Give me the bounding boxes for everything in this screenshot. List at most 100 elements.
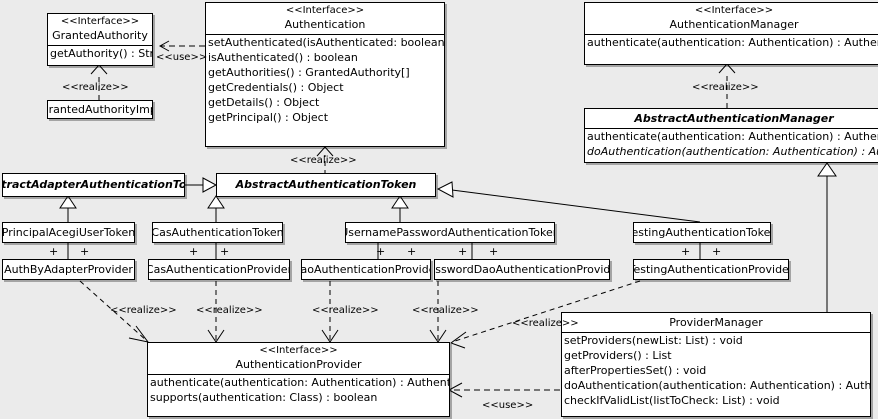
member: authenticate(authentication: Authenticat… xyxy=(587,36,878,49)
divider xyxy=(585,34,878,35)
edge-label-use-provider-manager: <<use>> xyxy=(482,400,534,411)
class-name: GrantedAuthority xyxy=(52,29,148,42)
multiplicity-label: + xyxy=(489,245,499,258)
member: getCredentials() : Object xyxy=(208,81,344,94)
members: setProviders(newList: List) : void getPr… xyxy=(562,333,870,408)
class-abstract-adapter-authentication-token[interactable]: AbstractAdapterAuthenticationToken xyxy=(2,173,185,197)
class-header: TestingAuthenticationToken xyxy=(634,223,770,242)
edge-label-realize-testing-provider: <<realize>> xyxy=(512,318,579,329)
class-name: GrantedAuthorityImpl xyxy=(48,102,152,116)
class-header: PasswordDaoAuthenticationProvider xyxy=(435,260,609,279)
class-name: TestingAuthenticationProvider xyxy=(633,262,789,276)
member: authenticate(authentication: Authenticat… xyxy=(150,376,450,389)
multiplicity-label: + xyxy=(407,245,417,258)
class-name: AuthenticationProvider xyxy=(235,358,362,371)
member: getProviders() : List xyxy=(564,349,672,362)
class-cas-authentication-provider[interactable]: CasAuthenticationProvider xyxy=(148,259,290,280)
edge-label-realize-auth-by-adapter: <<realize>> xyxy=(110,305,177,316)
class-name: AuthenticationManager xyxy=(669,18,799,31)
class-testing-authentication-token[interactable]: TestingAuthenticationToken xyxy=(633,222,771,243)
member: getDetails() : Object xyxy=(208,96,320,109)
divider xyxy=(206,34,444,35)
class-granted-authority[interactable]: <<Interface>> GrantedAuthority getAuthor… xyxy=(47,13,153,66)
member: getPrincipal() : Object xyxy=(208,111,329,124)
class-name: AbstractAuthenticationManager xyxy=(634,112,834,125)
edge-generalization-provider-manager xyxy=(817,162,837,312)
member: doAuthentication(authentication: Authent… xyxy=(564,379,871,392)
class-header: GrantedAuthorityImpl xyxy=(48,101,152,118)
class-authentication-manager[interactable]: <<Interface>> AuthenticationManager auth… xyxy=(584,2,878,65)
multiplicity-label: + xyxy=(80,245,90,258)
multiplicity-label: + xyxy=(458,245,468,258)
member: checkIfValidList(listToCheck: List) : vo… xyxy=(564,394,780,407)
members: authenticate(authentication: Authenticat… xyxy=(585,129,878,159)
class-principal-acegi-user-token[interactable]: PrincipalAcegiUserToken xyxy=(2,222,135,243)
class-header: AbstractAdapterAuthenticationToken xyxy=(3,174,184,196)
member: doAuthentication(authentication: Authent… xyxy=(587,145,878,158)
class-abstract-authentication-manager[interactable]: AbstractAuthenticationManager authentica… xyxy=(584,108,878,163)
class-testing-authentication-provider[interactable]: TestingAuthenticationProvider xyxy=(633,259,789,280)
edge-label-realize-cas-provider: <<realize>> xyxy=(196,305,263,316)
class-header: PrincipalAcegiUserToken xyxy=(3,223,134,242)
members: authenticate(authentication: Authenticat… xyxy=(585,35,878,50)
class-provider-manager[interactable]: ProviderManager setProviders(newList: Li… xyxy=(561,312,871,417)
class-abstract-authentication-token[interactable]: AbstractAuthenticationToken xyxy=(216,173,436,197)
edge-label-realize-password-dao-provider: <<realize>> xyxy=(412,305,479,316)
class-authentication-provider[interactable]: <<Interface>> AuthenticationProvider aut… xyxy=(147,342,450,417)
class-header: CasAuthenticationToken xyxy=(153,223,282,242)
multiplicity-label: + xyxy=(49,245,59,258)
class-header: AbstractAuthenticationManager xyxy=(585,109,878,128)
members: getAuthority() : String xyxy=(48,46,152,61)
class-name: TestingAuthenticationToken xyxy=(633,225,771,239)
class-header: AbstractAuthenticationToken xyxy=(217,174,435,196)
class-header: <<Interface>> AuthenticationManager xyxy=(585,3,878,34)
edge-generalization-testing-token xyxy=(436,181,701,223)
class-granted-authority-impl[interactable]: GrantedAuthorityImpl xyxy=(47,100,153,119)
class-name: AbstractAuthenticationToken xyxy=(235,178,417,191)
edge-use-provider-manager xyxy=(447,382,560,398)
edge-generalization-username-password-token xyxy=(391,195,409,222)
class-header: DaoAuthenticationProvider xyxy=(302,260,430,279)
member: afterPropertiesSet() : void xyxy=(564,364,707,377)
stereotype: <<Interface>> xyxy=(60,16,140,27)
class-username-password-authentication-token[interactable]: UsernamePasswordAuthenticationToken xyxy=(345,222,555,243)
class-header: CasAuthenticationProvider xyxy=(149,260,289,279)
class-name: ProviderManager xyxy=(669,316,763,329)
edge-label-realize-dao-provider: <<realize>> xyxy=(312,305,379,316)
edge-label-realize-abstract-token: <<realize>> xyxy=(290,155,357,166)
class-name: UsernamePasswordAuthenticationToken xyxy=(345,225,555,239)
class-header: ProviderManager xyxy=(562,313,870,332)
class-name: PasswordDaoAuthenticationProvider xyxy=(435,262,610,276)
class-authentication[interactable]: <<Interface>> Authentication setAuthenti… xyxy=(205,2,445,147)
edge-generalization-principal-acegi-user-token xyxy=(59,195,77,222)
divider xyxy=(148,374,449,375)
edge-label-use-granted-authority: <<use>> xyxy=(156,52,208,63)
multiplicity-label: + xyxy=(189,245,199,258)
class-header: UsernamePasswordAuthenticationToken xyxy=(346,223,554,242)
class-header: TestingAuthenticationProvider xyxy=(634,260,788,279)
class-name: AbstractAdapterAuthenticationToken xyxy=(3,178,184,191)
multiplicity-label: + xyxy=(712,245,722,258)
member: setAuthenticated(isAuthenticated: boolea… xyxy=(208,36,445,49)
stereotype: <<Interface>> xyxy=(259,345,338,356)
member: isAuthenticated() : boolean xyxy=(208,51,358,64)
member: authenticate(authentication: Authenticat… xyxy=(587,130,878,143)
class-password-dao-authentication-provider[interactable]: PasswordDaoAuthenticationProvider xyxy=(434,259,610,280)
divider xyxy=(585,128,878,129)
member: getAuthority() : String xyxy=(50,47,153,60)
member: supports(authentication: Class) : boolea… xyxy=(150,391,378,404)
class-name: CasAuthenticationToken xyxy=(152,225,283,239)
members: setAuthenticated(isAuthenticated: boolea… xyxy=(206,35,444,125)
member: getAuthorities() : GrantedAuthority[] xyxy=(208,66,410,79)
class-header: <<Interface>> AuthenticationProvider xyxy=(148,343,449,374)
stereotype: <<Interface>> xyxy=(694,5,774,16)
stereotype: <<Interface>> xyxy=(285,5,365,16)
members: authenticate(authentication: Authenticat… xyxy=(148,375,449,405)
edge-label-realize-abstract-manager: <<realize>> xyxy=(692,82,759,93)
multiplicity-label: + xyxy=(681,245,691,258)
class-auth-by-adapter-provider[interactable]: AuthByAdapterProvider xyxy=(2,259,135,280)
class-name: CasAuthenticationProvider xyxy=(148,262,290,276)
class-dao-authentication-provider[interactable]: DaoAuthenticationProvider xyxy=(301,259,431,280)
class-cas-authentication-token[interactable]: CasAuthenticationToken xyxy=(152,222,283,243)
divider xyxy=(562,332,870,333)
